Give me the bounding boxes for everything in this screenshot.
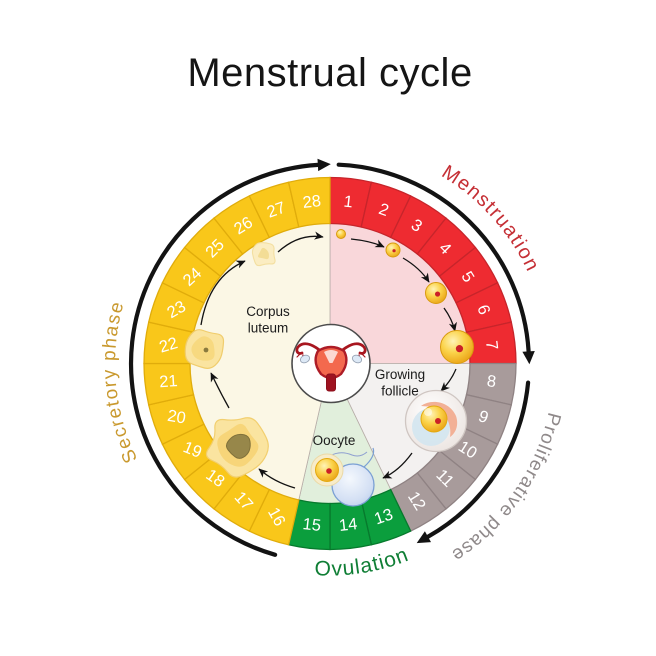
oocyte-dot bbox=[455, 345, 464, 353]
day-label-19: 19 bbox=[181, 438, 205, 462]
ovary-left bbox=[299, 354, 311, 364]
day-label-27: 27 bbox=[265, 199, 288, 222]
cl-core bbox=[203, 347, 209, 353]
flow-arrow-9 bbox=[200, 260, 246, 326]
day-label-15: 15 bbox=[302, 515, 322, 535]
flow-arrow-3 bbox=[402, 257, 430, 283]
oocyte-dot bbox=[326, 468, 332, 474]
flow-arrow-2 bbox=[350, 238, 385, 248]
developing-follicle-icon-3 bbox=[425, 282, 447, 304]
phase-arrow-head-secretory bbox=[317, 158, 331, 172]
corpus-luteum-large-icon bbox=[205, 417, 269, 478]
label-oocyte: Oocyte bbox=[313, 433, 356, 448]
flow-arrow-6 bbox=[382, 452, 413, 479]
day-label-20: 20 bbox=[166, 407, 187, 428]
cl-inner bbox=[191, 336, 215, 361]
developing-follicle-icon-1 bbox=[336, 229, 346, 239]
sac-tail bbox=[363, 447, 375, 468]
developing-follicle-icon-4 bbox=[440, 330, 474, 364]
page-title: Menstrual cycle bbox=[187, 51, 472, 95]
corpus-luteum-medium-icon bbox=[184, 329, 225, 369]
oocyte-dot bbox=[435, 418, 441, 424]
flow-arrow-4 bbox=[443, 307, 457, 332]
follicle-body bbox=[336, 229, 346, 239]
uterus-icon bbox=[295, 342, 367, 392]
flow-arrow-5 bbox=[440, 368, 457, 392]
filament bbox=[329, 451, 368, 457]
flow-arrow-1 bbox=[277, 231, 324, 253]
day-label-28: 28 bbox=[302, 192, 322, 212]
oocyte-dot bbox=[392, 249, 396, 253]
day-label-13: 13 bbox=[372, 505, 395, 528]
developing-follicle-icon-2 bbox=[385, 242, 401, 258]
flow-arrows bbox=[200, 231, 457, 489]
phase-arrow-head-menstruation bbox=[522, 351, 535, 365]
center-uterus bbox=[291, 323, 371, 404]
cumulus bbox=[421, 401, 458, 437]
released-oocyte-icon bbox=[310, 447, 375, 507]
phase-arrow-secretory bbox=[128, 162, 320, 557]
fallopian-tube-right bbox=[337, 342, 367, 355]
day-label-7: 7 bbox=[482, 340, 501, 351]
cycle-illustrations bbox=[184, 229, 474, 507]
day-segment-28 bbox=[287, 176, 331, 228]
day-label-8: 8 bbox=[486, 372, 497, 391]
cl-core bbox=[225, 433, 251, 459]
mature-follicle-icon bbox=[404, 389, 468, 453]
corpus-luteum-small-icon bbox=[251, 242, 276, 267]
phase-arrow-head-proliferative bbox=[416, 531, 431, 544]
uterine-cavity bbox=[324, 350, 338, 363]
day-label-22: 22 bbox=[157, 334, 180, 356]
flow-arrow-7 bbox=[258, 468, 296, 489]
cervix bbox=[326, 373, 336, 392]
fallopian-tube-left bbox=[295, 342, 325, 355]
highlight bbox=[424, 408, 432, 416]
phase-arrow-proliferative bbox=[425, 380, 531, 539]
oocyte-dot bbox=[434, 291, 441, 297]
outer-phase-arrows bbox=[128, 158, 535, 557]
day-label-21: 21 bbox=[159, 372, 178, 391]
cl-inner bbox=[258, 247, 269, 260]
flow-arrow-8 bbox=[210, 372, 230, 409]
day-label-1: 1 bbox=[343, 193, 354, 212]
day-label-14: 14 bbox=[338, 515, 358, 535]
ovary-right bbox=[351, 354, 363, 364]
phase-arrow-menstruation bbox=[336, 162, 531, 354]
